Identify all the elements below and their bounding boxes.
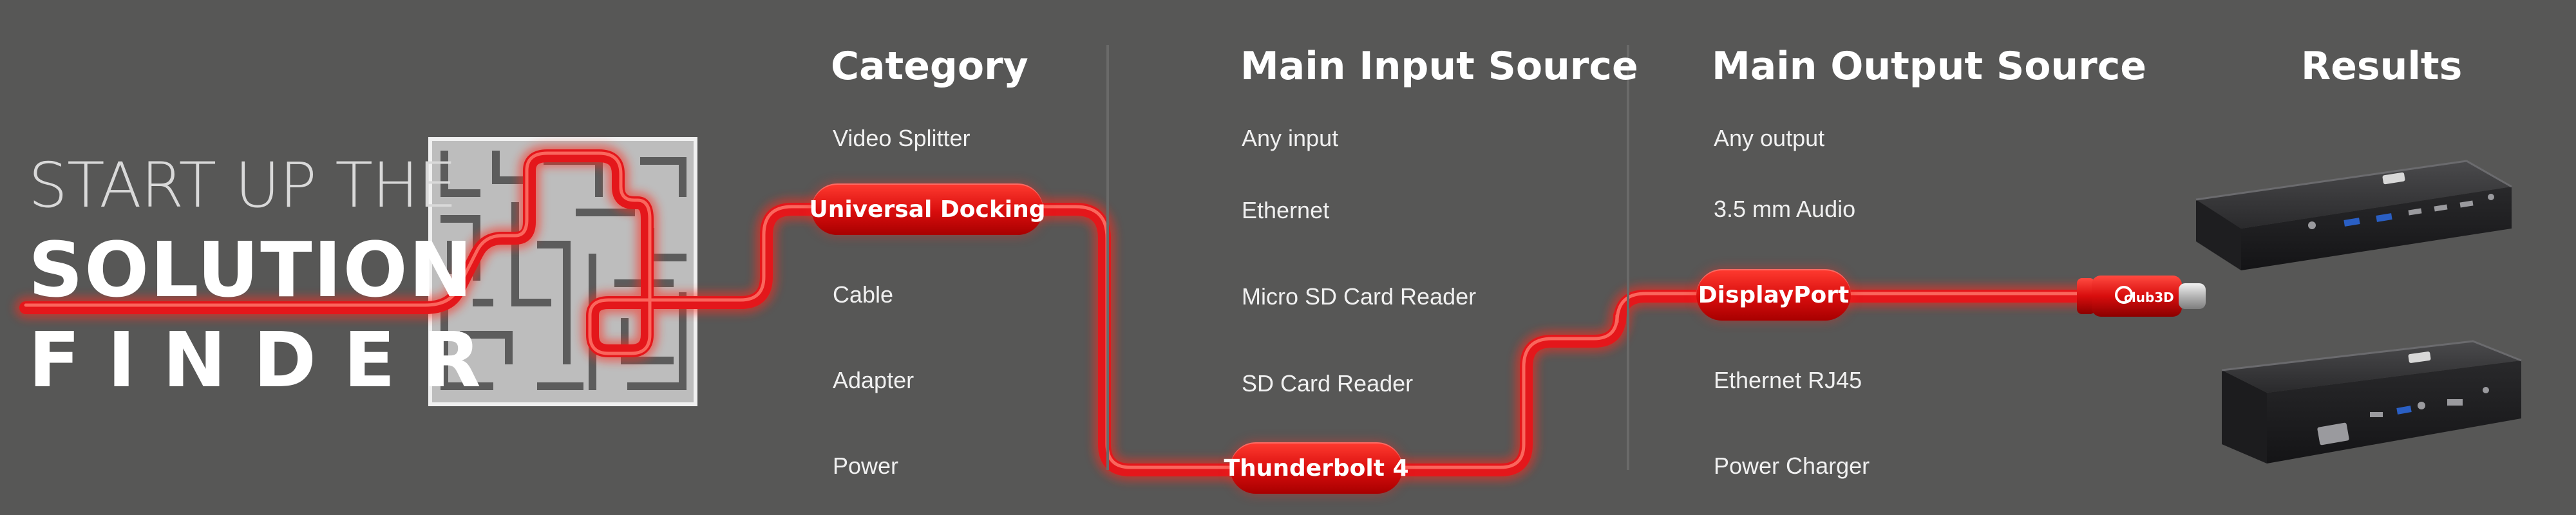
results-heading: Results [2301, 44, 2463, 89]
input-option-any-input[interactable]: Any input [1242, 125, 1339, 151]
category-option-adapter[interactable]: Adapter [833, 367, 914, 393]
output-option-3-5mm-audio[interactable]: 3.5 mm Audio [1714, 196, 1856, 222]
category-option-power[interactable]: Power [833, 453, 899, 479]
hero-title-line-2: SOLUTION [28, 225, 474, 314]
category-heading: Category [831, 44, 1028, 89]
plug-brand-logo: club3D [2124, 290, 2174, 305]
input-option-sd-card-reader[interactable]: SD Card Reader [1242, 370, 1414, 397]
column-divider [1106, 45, 1109, 470]
docking-station-vertical-image [2221, 340, 2522, 464]
output-option-any-output[interactable]: Any output [1714, 125, 1825, 151]
main-input-source-heading: Main Input Source [1240, 44, 1638, 89]
output-option-power-charger[interactable]: Power Charger [1714, 453, 1870, 479]
main-output-source-heading: Main Output Source [1712, 44, 2146, 89]
input-option-micro-sd-card-reader[interactable]: Micro SD Card Reader [1242, 283, 1477, 310]
cable [15, 145, 2098, 481]
input-option-thunderbolt-4-selected[interactable]: Thunderbolt 4 [1224, 442, 1409, 494]
hero-title-line-1: START UP THE [28, 149, 457, 221]
result-product-docking-station-vertical[interactable] [2215, 335, 2528, 470]
category-option-cable[interactable]: Cable [833, 281, 894, 308]
hero-title-line-3: FINDER [28, 315, 508, 404]
output-option-ethernet-rj45[interactable]: Ethernet RJ45 [1714, 367, 1862, 393]
input-option-ethernet[interactable]: Ethernet [1242, 197, 1330, 223]
docking-station-horizontal-image [2195, 160, 2512, 270]
category-option-video-splitter[interactable]: Video Splitter [833, 125, 971, 151]
category-option-universal-docking-selected[interactable]: Universal Docking [809, 183, 1046, 235]
result-product-docking-station-horizontal[interactable] [2190, 154, 2518, 277]
usb-c-plug-icon [2077, 276, 2206, 317]
output-option-displayport-selected[interactable]: DisplayPort [1696, 269, 1851, 321]
column-divider [1627, 45, 1629, 470]
